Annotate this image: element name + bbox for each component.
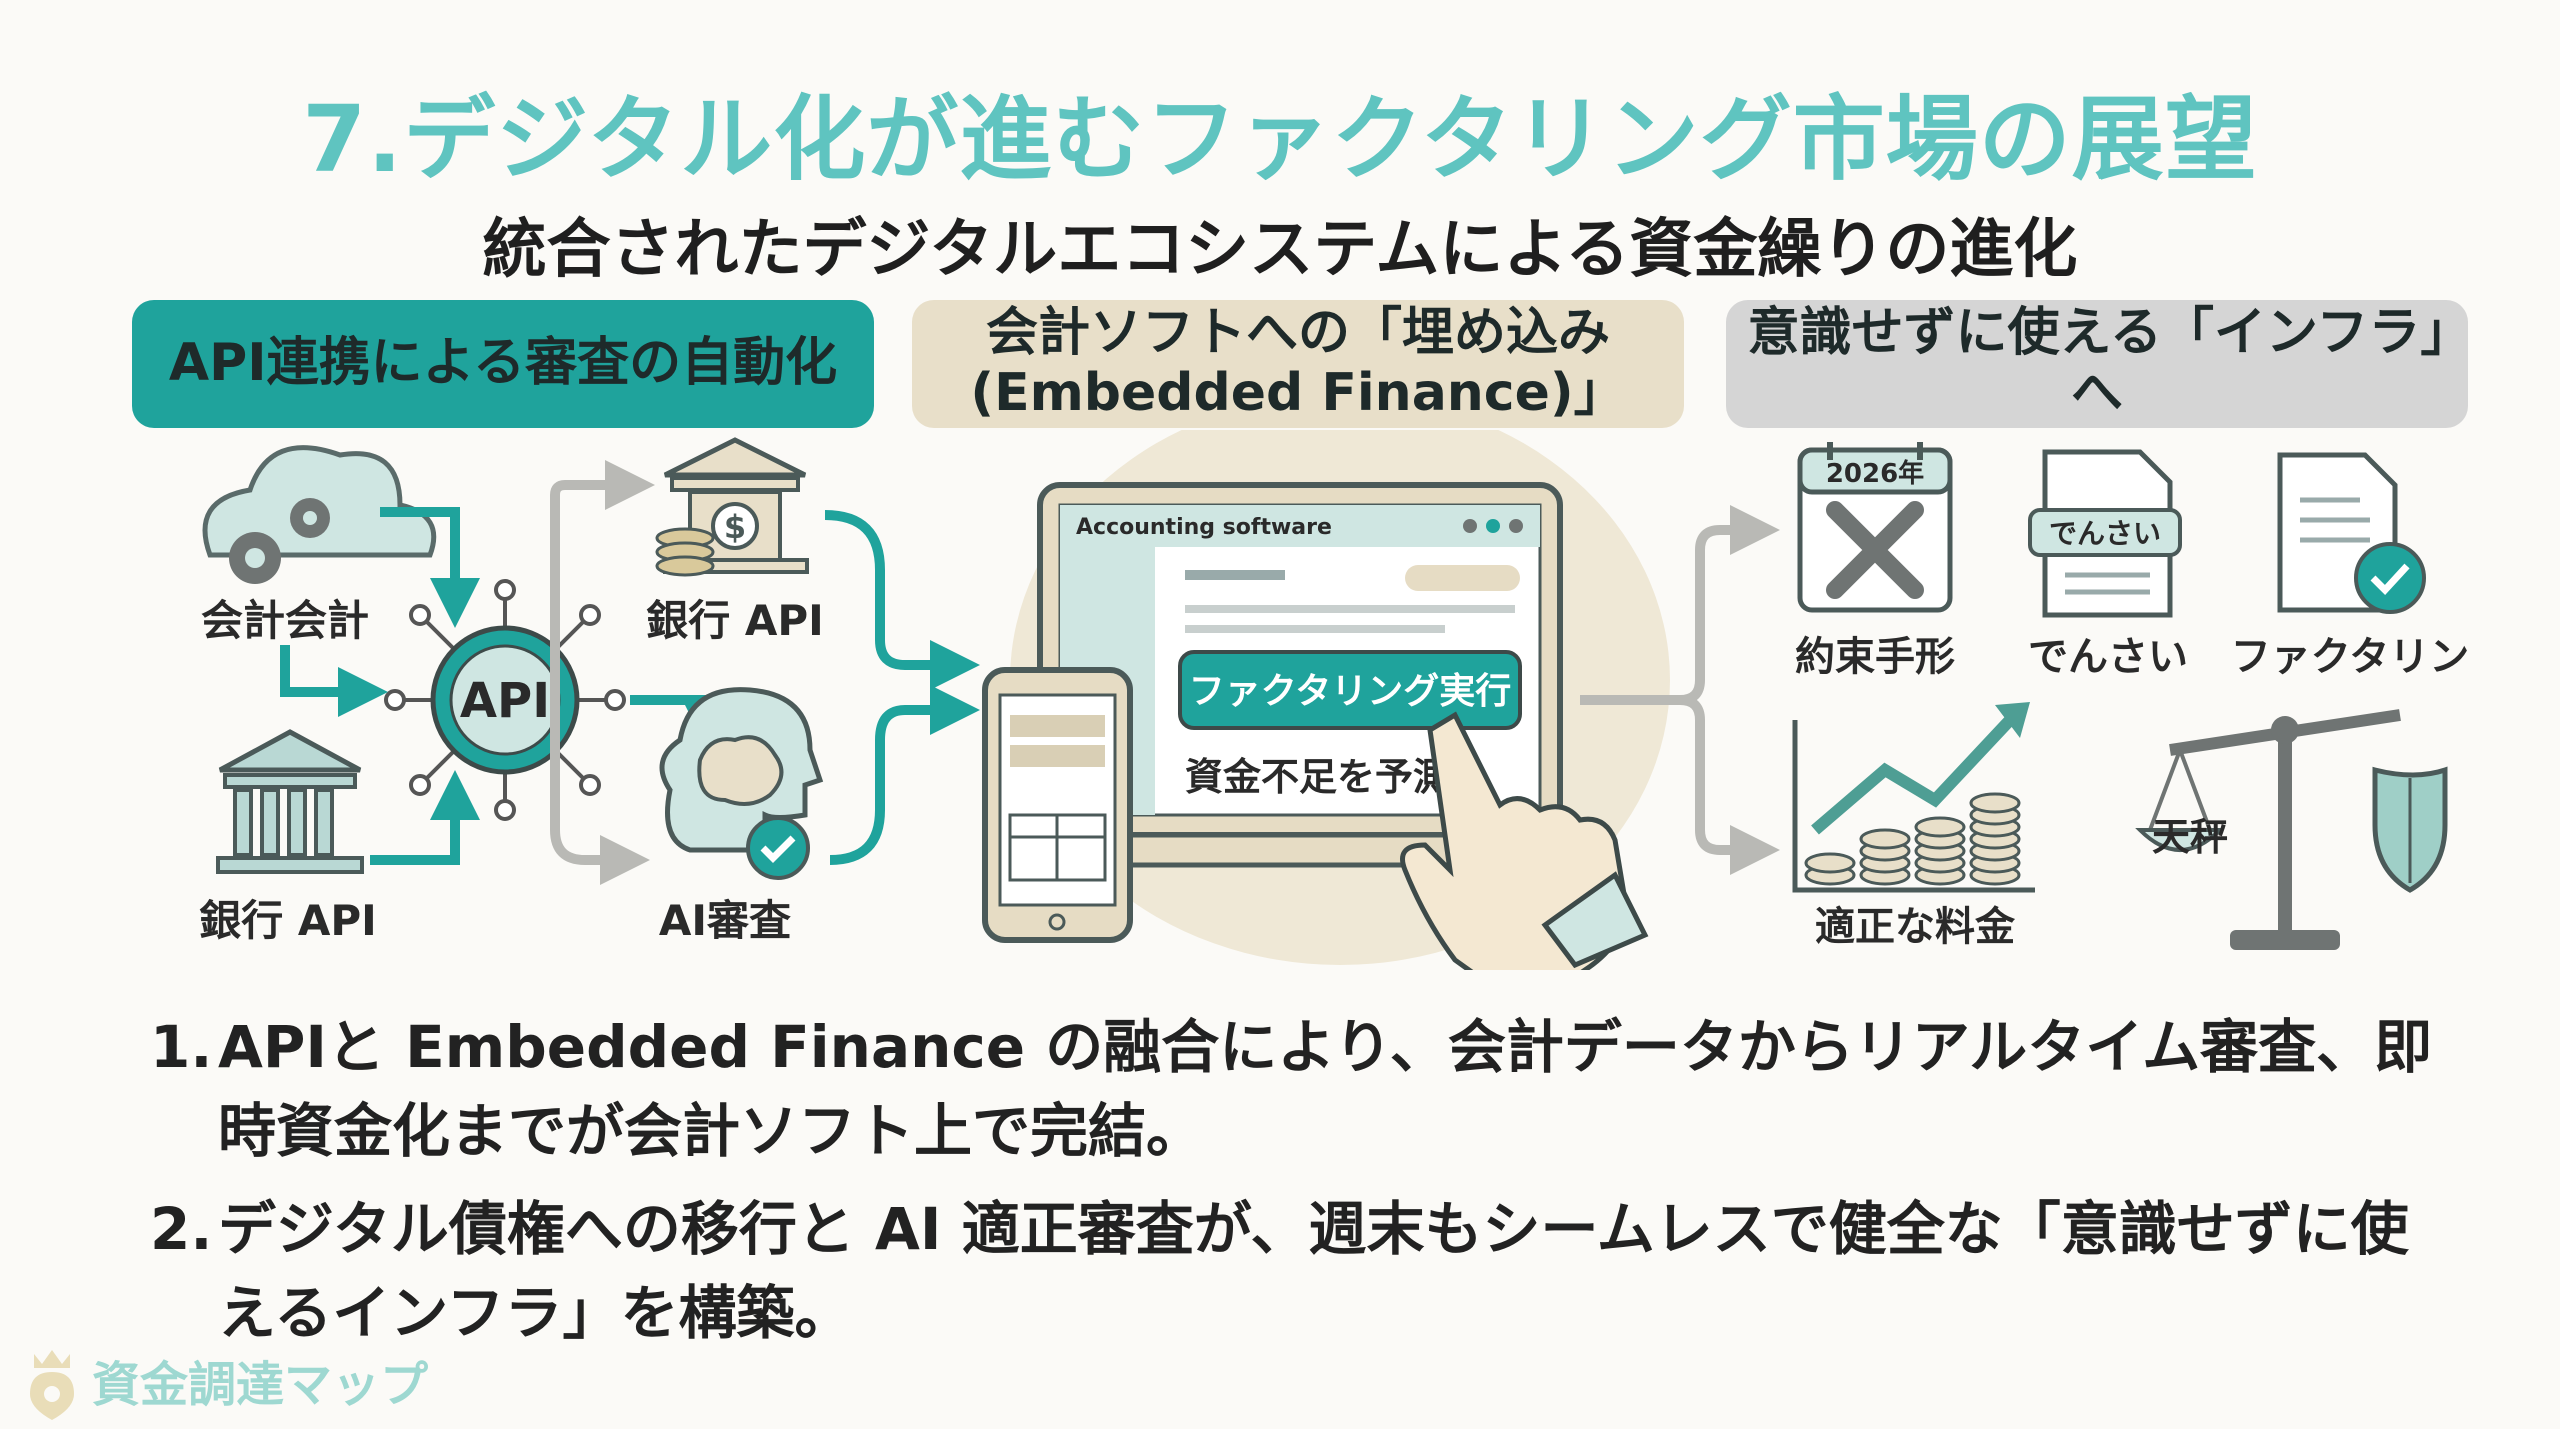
label-factoring: ファクタリン bbox=[2231, 634, 2469, 680]
header-api-automation: API連携による審査の自動化 bbox=[132, 300, 874, 428]
ai-brain-icon bbox=[659, 687, 824, 880]
summary-item-2-number: 2. bbox=[150, 1195, 213, 1264]
header-infrastructure: 意識せずに使える「インフラ」へ bbox=[1726, 300, 2468, 428]
densai-badge: でんさい bbox=[2049, 517, 2161, 550]
label-promissory-note: 約束手形 bbox=[1795, 634, 1955, 680]
summary-list: 1. APIと Embedded Finance の融合により、会計データからリ… bbox=[150, 1005, 2450, 1369]
summary-item-1-text: APIと Embedded Finance の融合により、会計データからリアルタ… bbox=[218, 1013, 2433, 1166]
map-pin-icon bbox=[30, 1350, 74, 1420]
factoring-document-icon bbox=[2277, 452, 2426, 614]
summary-item-2: 2. デジタル債権への移行と AI 適正審査が、週末もシームレスで健全な「意識せ… bbox=[150, 1187, 2450, 1355]
arrows-to-laptop bbox=[824, 510, 980, 865]
ecosystem-diagram: 会計会計 銀行 API API bbox=[199, 430, 2469, 970]
api-hub-label: API bbox=[460, 673, 550, 729]
calendar-x-icon bbox=[1797, 442, 1953, 613]
bank-left-icon bbox=[216, 729, 364, 874]
factoring-execute-label: ファクタリング実行 bbox=[1189, 671, 1512, 712]
label-fair-fee: 適正な料金 bbox=[1815, 904, 2016, 950]
summary-item-1: 1. APIと Embedded Finance の融合により、会計データからリ… bbox=[150, 1005, 2450, 1173]
densai-document-icon bbox=[2028, 449, 2182, 618]
arrows-to-infrastructure bbox=[1580, 505, 1780, 875]
brand-name: 資金調達マップ bbox=[92, 1357, 429, 1413]
scale-label: 天秤 bbox=[2152, 815, 2228, 859]
label-accounting: 会計会計 bbox=[201, 596, 369, 645]
label-densai: でんさい bbox=[2028, 634, 2188, 680]
growth-coins-icon bbox=[1792, 702, 2035, 893]
api-hub-icon bbox=[384, 579, 626, 821]
page-title: 7.デジタル化が進むファクタリング市場の展望 bbox=[302, 86, 2258, 193]
header-embedded-finance: 会計ソフトへの「埋め込み (Embedded Finance)」 bbox=[912, 300, 1684, 428]
summary-item-2-text: デジタル債権への移行と AI 適正審査が、週末もシームレスで健全な「意識せずに使… bbox=[218, 1195, 2409, 1348]
header-embedded-line1: 会計ソフトへの「埋め込み bbox=[985, 303, 1610, 364]
label-ai: AI審査 bbox=[659, 896, 791, 945]
pointing-hand-icon bbox=[1400, 711, 1649, 970]
bank-coins-icon: $ bbox=[655, 437, 809, 577]
svg-text:$: $ bbox=[724, 508, 746, 546]
laptop-predict-text: 資金不足を予測 bbox=[1185, 755, 1451, 799]
smartphone-icon bbox=[982, 667, 1133, 943]
calendar-year: 2026年 bbox=[1826, 458, 1924, 489]
cloud-gear-icon bbox=[202, 445, 437, 584]
arrows-hub-out bbox=[550, 460, 655, 885]
label-bank-left: 銀行 API bbox=[199, 896, 377, 945]
laptop-window-title: Accounting software bbox=[1076, 515, 1332, 540]
label-bank-top: 銀行 API bbox=[646, 596, 824, 645]
arrows-to-hub bbox=[280, 507, 480, 865]
page-subtitle: 統合されたデジタルエコシステムによる資金繰りの進化 bbox=[482, 213, 2078, 287]
brand-logo: 資金調達マップ bbox=[22, 1340, 428, 1420]
balance-scale-shield-icon bbox=[2135, 709, 2448, 950]
summary-item-1-number: 1. bbox=[150, 1013, 213, 1081]
header-embedded-line2: (Embedded Finance)」 bbox=[970, 363, 1626, 423]
